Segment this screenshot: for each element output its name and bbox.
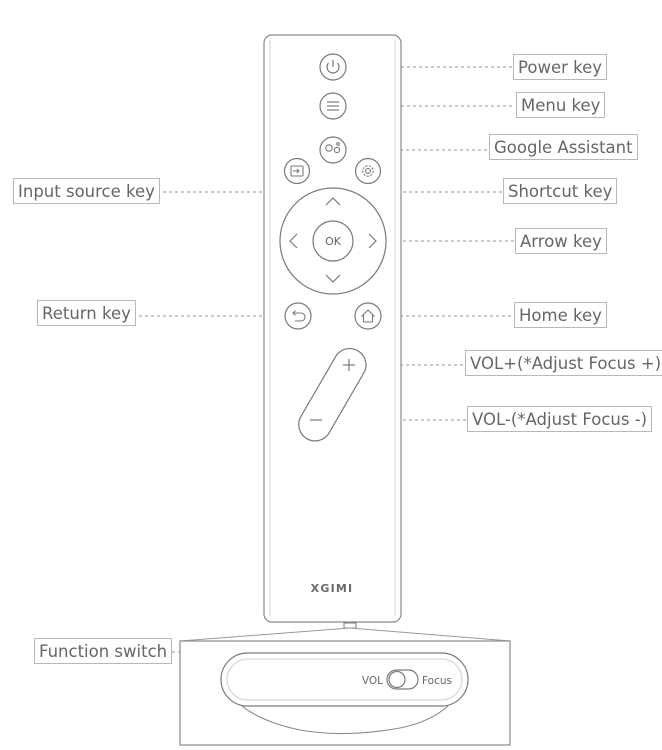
zoom-line-left xyxy=(179,627,351,642)
switch-focus-label: Focus xyxy=(422,675,452,687)
shortcut-button[interactable] xyxy=(354,157,382,185)
switch-notch xyxy=(343,622,357,629)
zoom-line-right xyxy=(349,627,511,642)
remote-body xyxy=(263,34,402,623)
arrow-left-icon[interactable] xyxy=(289,233,298,249)
ok-button[interactable]: OK xyxy=(312,220,354,262)
return-icon xyxy=(292,310,306,322)
switch-knob[interactable] xyxy=(388,670,406,689)
arrow-up-icon[interactable] xyxy=(325,197,341,206)
callout-arrow-key: Arrow key xyxy=(515,228,607,254)
callout-home-key: Home key xyxy=(514,302,607,328)
menu-icon xyxy=(327,101,339,111)
callout-return-key: Return key xyxy=(37,300,136,326)
arrow-down-icon[interactable] xyxy=(325,274,341,283)
volume-rocker[interactable] xyxy=(298,347,367,442)
power-icon xyxy=(326,62,340,74)
home-icon xyxy=(361,309,375,323)
callout-vol-down: VOL-(*Adjust Focus -) xyxy=(467,406,653,432)
google-assistant-icon xyxy=(325,142,341,154)
remote-bottom-inner xyxy=(226,658,463,701)
callout-google-assistant: Google Assistant xyxy=(489,134,638,160)
google-assistant-button[interactable] xyxy=(319,136,347,164)
power-button[interactable] xyxy=(319,53,347,81)
callout-menu-key: Menu key xyxy=(516,92,606,118)
callout-vol-up: VOL+(*Adjust Focus +) xyxy=(465,350,662,376)
plus-icon[interactable] xyxy=(343,359,355,371)
callout-input-source-key: Input source key xyxy=(13,178,160,204)
menu-button[interactable] xyxy=(319,92,347,120)
callout-shortcut-key: Shortcut key xyxy=(503,178,618,204)
switch-vol-label: VOL xyxy=(362,675,383,687)
arrow-right-icon[interactable] xyxy=(368,233,377,249)
callout-power-key: Power key xyxy=(513,54,608,80)
callout-function-switch: Function switch xyxy=(34,638,173,664)
remote-bottom-curve xyxy=(241,705,449,735)
remote-bottom-end xyxy=(220,652,469,707)
gear-icon xyxy=(362,165,374,177)
ok-label: OK xyxy=(325,235,342,248)
brand-logo: XGIMI xyxy=(311,582,354,595)
function-switch-toggle[interactable] xyxy=(386,669,419,690)
input-source-icon xyxy=(290,165,304,177)
home-button[interactable] xyxy=(354,302,382,330)
return-button[interactable] xyxy=(284,302,312,330)
input-source-button[interactable] xyxy=(283,157,311,185)
